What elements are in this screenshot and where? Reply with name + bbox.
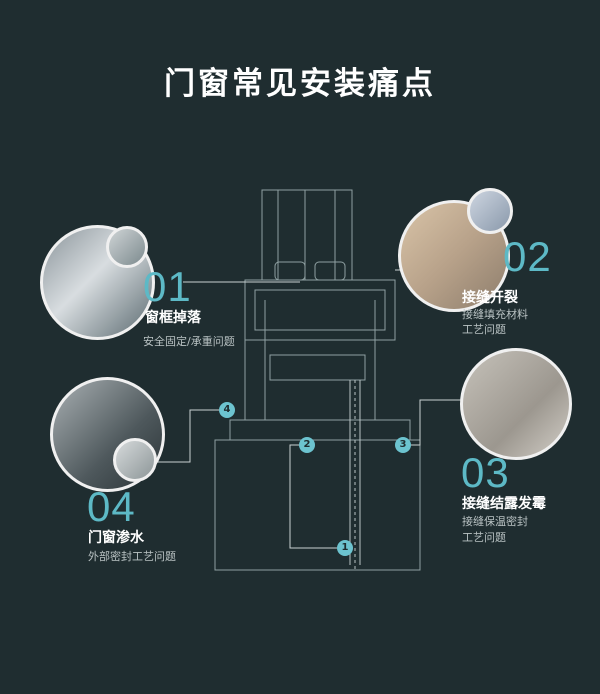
photo-condensation xyxy=(460,348,572,460)
marker-1: 1 xyxy=(337,540,353,556)
point-desc-03b: 工艺问题 xyxy=(462,531,506,544)
window-frame-drawing xyxy=(214,189,421,571)
point-desc-03a: 接缝保温密封 xyxy=(462,515,528,528)
point-number-03: 03 xyxy=(461,449,510,496)
photo-falling-frame-detail xyxy=(106,226,148,268)
point-desc-02b: 工艺问题 xyxy=(462,323,506,336)
photo-seam-crack-detail xyxy=(467,188,513,234)
point-desc-04: 外部密封工艺问题 xyxy=(88,550,176,563)
marker-4: 4 xyxy=(219,402,235,418)
point-title-03: 接缝结露发霉 xyxy=(462,496,546,512)
point-number-01: 01 xyxy=(143,263,192,310)
point-title-02: 接缝开裂 xyxy=(462,290,518,306)
point-desc-02a: 接缝填充材料 xyxy=(462,308,528,321)
point-desc-01: 安全固定/承重问题 xyxy=(143,335,235,348)
photo-leakage-detail xyxy=(113,438,157,482)
point-title-04: 门窗渗水 xyxy=(88,530,144,546)
leader-lines xyxy=(155,269,465,549)
page-title: 门窗常见安装痛点 xyxy=(164,66,436,102)
marker-3: 3 xyxy=(395,437,411,453)
point-number-02: 02 xyxy=(503,233,552,280)
marker-2: 2 xyxy=(299,437,315,453)
point-title-01: 窗框掉落 xyxy=(145,310,201,326)
point-number-04: 04 xyxy=(87,483,136,530)
